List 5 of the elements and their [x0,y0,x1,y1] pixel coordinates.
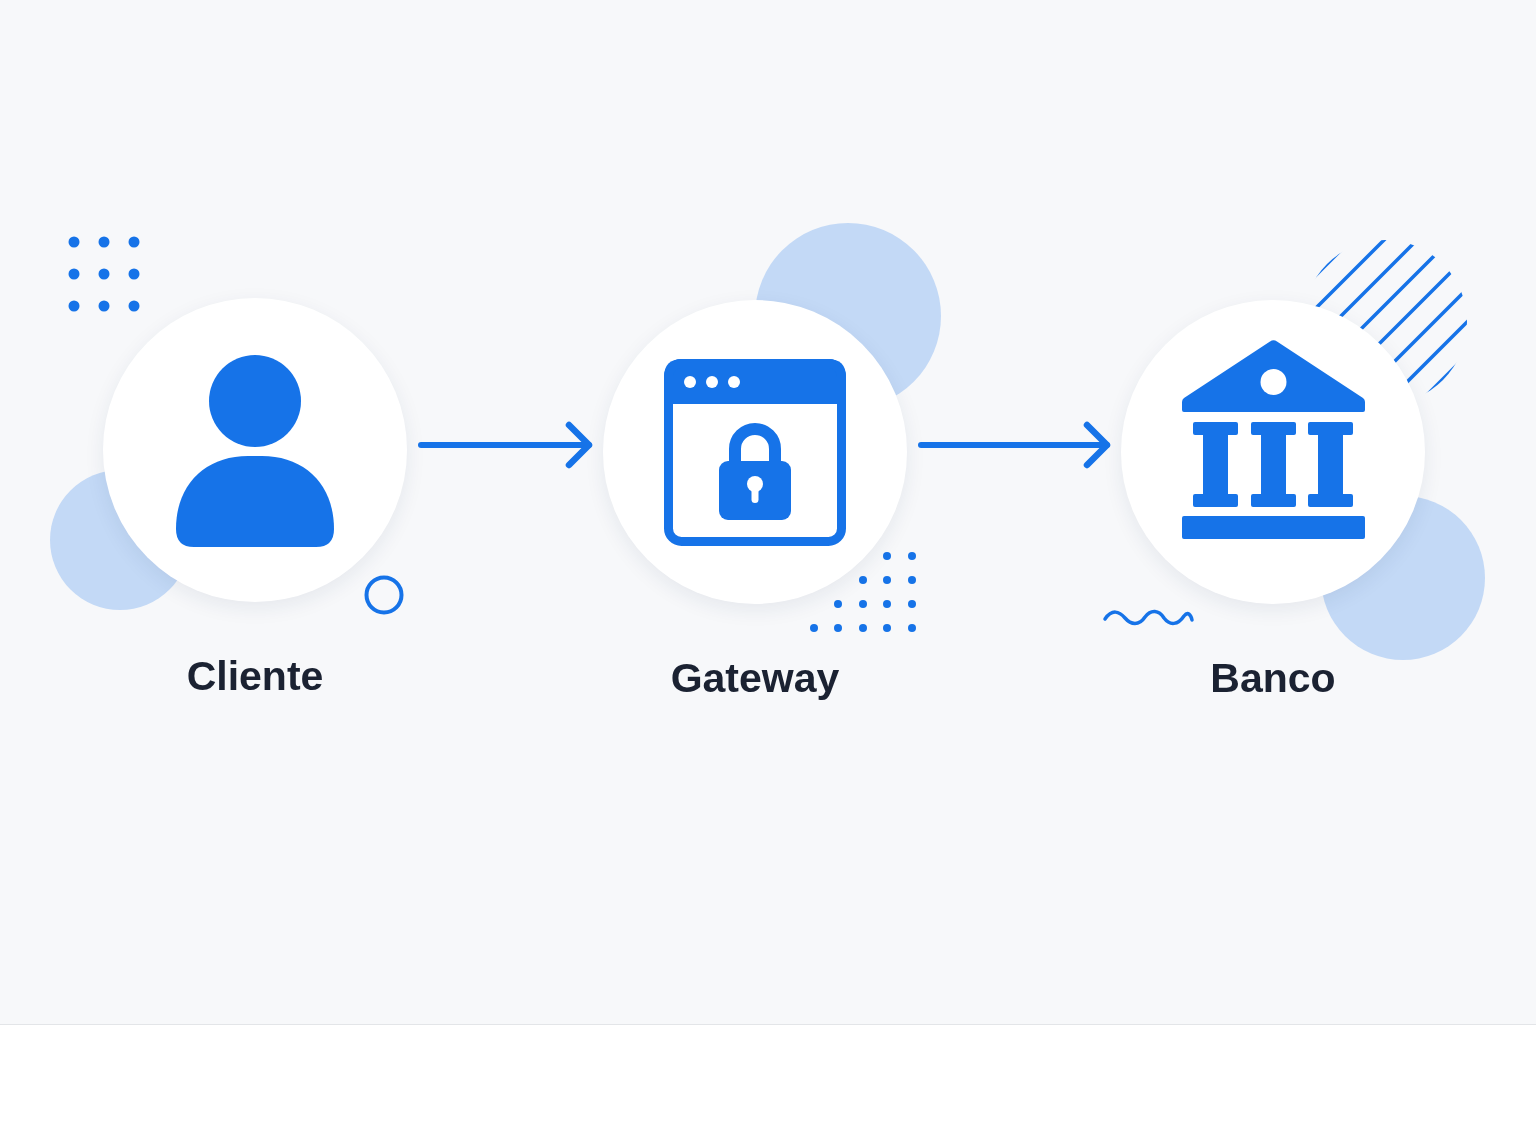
arrow [418,421,593,469]
node-label: Banco [1210,654,1336,702]
node-label: Cliente [186,652,324,700]
arrow [918,421,1111,469]
node-label: Gateway [670,654,840,702]
